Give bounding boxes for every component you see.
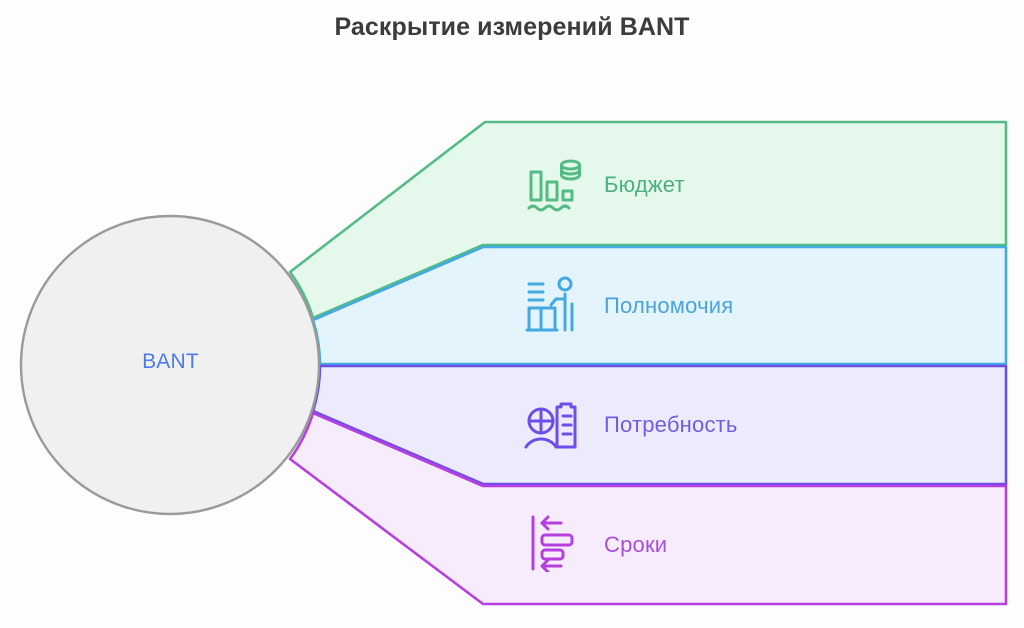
worker-clipboard-icon bbox=[524, 394, 586, 461]
band-label-timeline: Сроки bbox=[604, 532, 668, 557]
budget-bars-coins-icon bbox=[524, 156, 586, 223]
band-shape-budget[interactable] bbox=[288, 120, 1008, 320]
band-shape-timeline[interactable] bbox=[288, 411, 1008, 606]
center-circle-label: BANT bbox=[142, 350, 199, 373]
center-circle[interactable] bbox=[19, 214, 321, 516]
person-at-podium-icon bbox=[524, 275, 586, 342]
gantt-arrows-icon bbox=[528, 514, 586, 577]
band-label-authority: Полномочия bbox=[604, 293, 734, 318]
page-title: Раскрытие измерений BANT bbox=[334, 13, 690, 41]
band-label-budget: Бюджет bbox=[604, 172, 685, 197]
band-label-need: Потребность bbox=[604, 412, 738, 437]
